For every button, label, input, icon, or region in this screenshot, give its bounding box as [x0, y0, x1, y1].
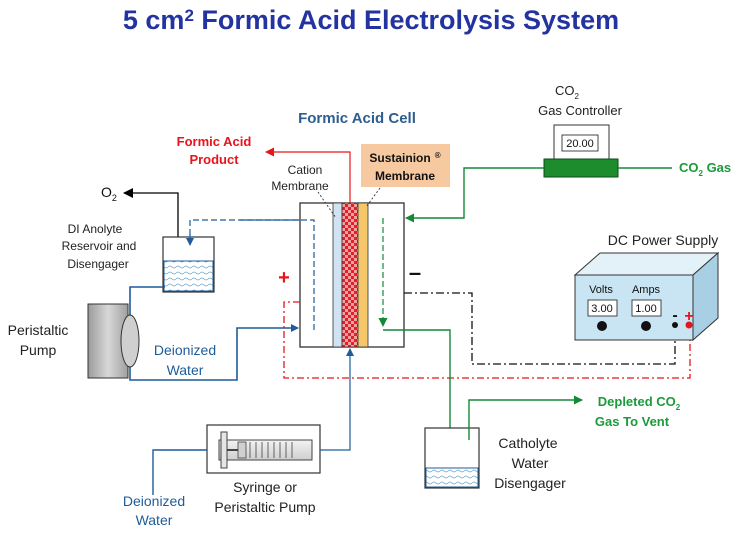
catholyte-label-3: Disengager: [494, 475, 566, 491]
amps-readout: 1.00: [635, 303, 656, 315]
cation-membrane: [332, 202, 343, 348]
catholyte-disengager: [424, 427, 480, 489]
formic-acid-cell-label: Formic Acid Cell: [298, 110, 416, 127]
dc-power-supply-label: DC Power Supply: [608, 232, 719, 248]
gas-controller-label: Gas Controller: [538, 103, 622, 118]
co2-feed-line: [405, 167, 544, 223]
positive-terminal: [685, 321, 693, 329]
deionized-water-label-1b: Water: [167, 362, 204, 378]
co2-gas-label: CO2 Gas: [679, 160, 731, 178]
syringe-label-2: Peristaltic Pump: [214, 499, 315, 515]
formic-acid-product-label-1: Formic Acid: [177, 134, 252, 149]
negative-terminal: [672, 322, 678, 328]
formic-acid-product-label-2: Product: [189, 152, 239, 167]
syringe-pump: [206, 424, 321, 474]
syringe-label-1: Syringe or: [233, 479, 297, 495]
amps-label: Amps: [632, 284, 661, 296]
sustainion-label-1: Sustainion®: [369, 151, 440, 165]
negative-lead: [404, 292, 676, 365]
volts-knob: [597, 321, 607, 331]
svg-text:-: -: [672, 307, 677, 324]
diagram-title: 5 cm2 Formic Acid Electrolysis System: [122, 5, 620, 35]
peristaltic-pump: [87, 303, 140, 379]
sustainion-label-box: [361, 144, 450, 187]
deionized-water-label-1a: Deionized: [154, 342, 216, 358]
amps-knob: [641, 321, 651, 331]
volts-readout: 3.00: [591, 303, 612, 315]
co2-flow-readout: 20.00: [566, 138, 594, 150]
svg-text:+: +: [684, 308, 693, 325]
o2-label: O2: [101, 184, 117, 203]
co2-gas-controller: 20.00: [543, 124, 619, 178]
o2-vent-line: [123, 188, 179, 246]
sustainion-membrane: [357, 202, 369, 348]
deionized-water-label-2a: Deionized: [123, 493, 185, 509]
volts-label: Volts: [589, 284, 613, 296]
cathode-out-line: [383, 329, 455, 451]
cation-membrane-label-2: Membrane: [271, 179, 329, 193]
center-compartment: [341, 202, 359, 348]
di-anolyte-label-1: DI Anolyte: [68, 222, 123, 236]
syringe-inlet-line: [152, 449, 207, 495]
formic-acid-cell: [299, 202, 405, 348]
di-anolyte-label-2: Reservoir and: [62, 239, 137, 253]
positive-lead: [283, 301, 691, 379]
depleted-co2-label-1: Depleted CO2: [598, 394, 681, 412]
co2-controller-label: CO2: [555, 83, 580, 101]
sustainion-label-2: Membrane: [375, 169, 435, 183]
vent-line: [468, 395, 583, 440]
formic-acid-product-line: [265, 147, 351, 203]
di-anolyte-label-3: Disengager: [67, 257, 128, 271]
anolyte-reservoir: [162, 236, 215, 293]
depleted-co2-label-2: Gas To Vent: [595, 414, 670, 429]
anolyte-feed-line: [129, 286, 299, 381]
catholyte-label-1: Catholyte: [498, 435, 557, 451]
peristaltic-pump-label-1: Peristaltic: [8, 322, 69, 338]
cation-membrane-label-1: Cation: [288, 163, 323, 177]
catholyte-label-2: Water: [512, 455, 549, 471]
syringe-feed-line: [320, 348, 354, 451]
deionized-water-label-2b: Water: [136, 512, 173, 528]
peristaltic-pump-label-2: Pump: [20, 342, 57, 358]
plus-sign: +: [278, 267, 290, 289]
minus-sign: –: [409, 260, 421, 285]
dc-power-supply: Volts Amps 3.00 1.00 - +: [573, 251, 720, 342]
